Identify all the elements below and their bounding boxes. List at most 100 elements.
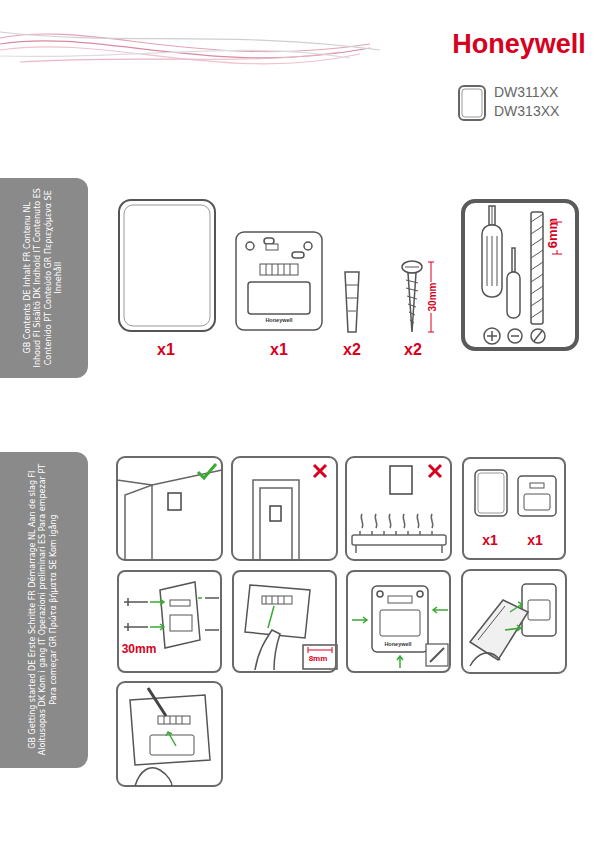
step-wire-strip	[262, 596, 292, 604]
step-good-location	[168, 493, 181, 510]
step-wire-strip	[266, 596, 284, 604]
tools-drawing	[487, 331, 497, 341]
cover-drawing	[124, 205, 210, 326]
step-fit-device	[470, 600, 528, 660]
step-screw-plate	[170, 600, 190, 606]
step-contents	[475, 470, 507, 516]
step-contents	[475, 470, 556, 516]
tools-drawing	[487, 236, 497, 286]
step-plate-position	[352, 607, 448, 668]
tools-drawing	[531, 214, 543, 318]
tools-drawing	[507, 272, 520, 318]
step-not-on-door	[314, 465, 326, 477]
step-screw-plate	[124, 582, 219, 648]
tools-box: 6mm	[461, 199, 579, 351]
step-wire-terminals	[130, 688, 210, 786]
screw-drawing	[405, 267, 419, 268]
step-not-on-door	[270, 506, 281, 521]
step-plate-position	[430, 648, 444, 662]
step-note: x1	[482, 533, 498, 548]
device-icon	[459, 86, 485, 120]
backplate-drawing	[260, 264, 298, 275]
step-wire-terminals	[166, 732, 176, 746]
tools-drawing	[508, 329, 522, 343]
step-wire-strip	[303, 645, 337, 669]
step-panel	[346, 457, 451, 560]
step-note: 30mm	[122, 643, 157, 656]
step-plate-position	[372, 586, 428, 652]
tools-drawing	[484, 328, 500, 344]
backplate-drawing	[236, 232, 322, 330]
backplate-drawing	[266, 244, 278, 250]
brand-mark: Honeywell	[265, 317, 292, 323]
tools-drawing	[531, 329, 545, 343]
step-panel	[117, 457, 566, 786]
step-wire-terminals	[135, 768, 172, 786]
step-note: Honeywell	[384, 641, 411, 647]
tools-drawing	[511, 335, 519, 337]
step-wire-strip	[245, 585, 310, 638]
cover-drawing	[119, 200, 215, 331]
backplate-drawing	[236, 232, 322, 330]
quantity: x2	[343, 341, 361, 359]
backplate-drawing	[246, 242, 254, 250]
step-not-near-heat	[356, 531, 442, 553]
swoosh	[0, 47, 360, 64]
step-wire-terminals	[130, 695, 210, 765]
tools-drawing	[512, 248, 515, 272]
step-plate-position	[426, 644, 448, 666]
section-band: GB Contents DE Inhalt FR Contenu NL Inho…	[0, 178, 88, 378]
step-screw-plate	[124, 598, 148, 631]
step-good-location	[117, 464, 222, 560]
section-band: GB Getting started DE Erste Schritte FR …	[0, 452, 88, 768]
section-heading: GB Contents DE Inhalt FR Contenu NL Inho…	[23, 188, 65, 368]
step-plate-position	[417, 591, 423, 597]
step-panel: 30mm	[117, 570, 222, 673]
step-wire-terminals	[158, 716, 190, 724]
step-wire-strip	[268, 606, 274, 628]
backplate-drawing	[248, 282, 310, 314]
step-good-location	[198, 464, 216, 478]
swoosh	[0, 32, 380, 50]
step-panel: 8mm	[232, 570, 337, 673]
step-not-on-door	[253, 465, 326, 560]
quantity: x2	[404, 341, 422, 359]
swoosh	[0, 32, 380, 64]
step-contents	[530, 483, 544, 488]
wall-plug-drawing	[346, 285, 358, 311]
wall-plug-drawing	[345, 272, 359, 332]
step-fit-device	[470, 653, 500, 666]
backplate-drawing	[292, 252, 304, 258]
section-heading: GB Getting started DE Erste Schritte FR …	[28, 462, 59, 758]
tools-drawing	[531, 212, 543, 324]
step-note: x1	[527, 533, 543, 548]
dimension: 30mm	[427, 283, 438, 312]
step-plate-position	[388, 596, 412, 603]
step-panel: x1 x1	[462, 457, 566, 560]
step-panel: Honeywell	[346, 570, 451, 673]
wall-plug-drawing	[345, 272, 359, 332]
step-not-near-heat	[429, 465, 441, 477]
step-wire-strip	[308, 647, 332, 653]
device-icon	[462, 89, 482, 117]
backplate-drawing	[304, 242, 312, 250]
step-contents	[518, 476, 556, 516]
screw-drawing	[406, 280, 418, 323]
step-fit-device	[470, 584, 556, 666]
step-screw-plate	[150, 598, 202, 630]
backplate-drawing	[264, 238, 274, 244]
model-number: DW311XX	[494, 85, 558, 100]
step-plate-position	[352, 586, 448, 668]
step-screw-plate	[160, 582, 200, 648]
step-contents	[524, 494, 550, 510]
device-icon	[459, 86, 485, 120]
step-not-on-door	[253, 480, 299, 560]
brand-logo: Honeywell	[452, 30, 586, 60]
step-not-near-heat	[390, 466, 412, 494]
step-note: 8mm	[309, 655, 328, 664]
quantity: x1	[157, 341, 175, 359]
cover-drawing	[119, 200, 215, 331]
step-plate-position	[380, 610, 420, 636]
step-wire-terminals	[164, 716, 182, 724]
